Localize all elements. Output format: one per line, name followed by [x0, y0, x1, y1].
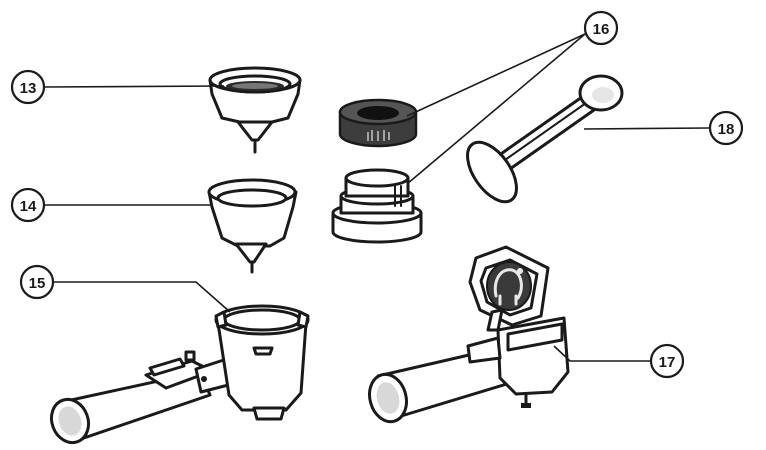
callout-13: 13 [12, 71, 44, 103]
filter-basket-14 [209, 180, 296, 272]
callout-18: 18 [710, 112, 742, 144]
portafilter-15 [46, 306, 308, 448]
filter-basket-13 [210, 68, 300, 152]
callout-15: 15 [21, 266, 53, 298]
callout-17-label: 17 [659, 354, 676, 371]
portafilter-17 [364, 247, 568, 426]
callout-14-label: 14 [20, 198, 37, 215]
pressure-valve-16 [333, 100, 421, 242]
callout-15-label: 15 [29, 275, 46, 292]
callout-18-label: 18 [718, 121, 735, 138]
callout-16-label: 16 [593, 21, 610, 38]
tamper-spoon-18 [458, 76, 622, 210]
callout-17: 17 [651, 345, 683, 377]
callout-14: 14 [12, 189, 44, 221]
callout-13-label: 13 [20, 80, 37, 97]
callout-16: 16 [585, 12, 617, 44]
